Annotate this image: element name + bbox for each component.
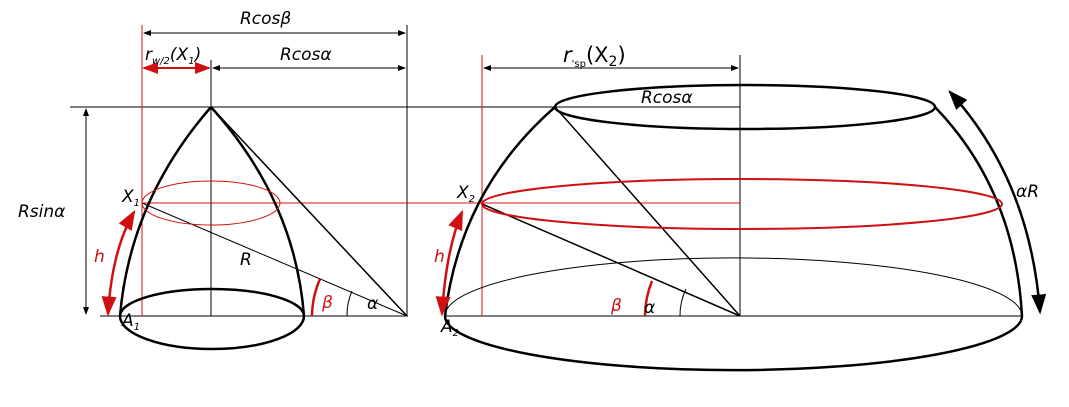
label-beta-right: β bbox=[610, 296, 622, 316]
label-alpha-left: α bbox=[367, 294, 378, 314]
label-r-cos-alpha-right: Rcosα bbox=[641, 88, 693, 108]
label-h-right: h bbox=[434, 247, 445, 267]
left-red-section bbox=[141, 180, 281, 226]
label-alpha-r: αR bbox=[1016, 182, 1039, 202]
label-r-cos-alpha-left: Rcosα bbox=[280, 45, 332, 65]
reference-lines bbox=[70, 25, 1022, 317]
label-beta-left: β bbox=[321, 293, 333, 313]
left-beta-arc bbox=[310, 278, 322, 317]
right-beta-arc bbox=[643, 280, 654, 317]
label-h-left: h bbox=[94, 247, 105, 267]
label-x2: X2 bbox=[456, 183, 475, 205]
label-r-sp: r'sp(X2) bbox=[563, 43, 626, 70]
label-a1: A1 bbox=[121, 311, 140, 333]
left-ogive-shape bbox=[118, 106, 408, 351]
label-x1: X1 bbox=[121, 187, 140, 209]
right-red-section bbox=[481, 178, 1003, 230]
label-r-sin-alpha: Rsinα bbox=[18, 202, 65, 222]
label-alpha-right: α bbox=[644, 298, 655, 318]
alpha-r-arc-arrow bbox=[948, 90, 1047, 315]
right-h-arrow bbox=[435, 209, 464, 317]
right-dome-shape bbox=[443, 83, 1024, 372]
label-r-w2: rw/2(X1) bbox=[145, 45, 201, 67]
label-r-cos-beta: Rcosβ bbox=[240, 9, 291, 29]
label-r: R bbox=[240, 250, 252, 270]
red-reference-lines bbox=[141, 25, 740, 316]
label-a2: A2 bbox=[440, 317, 459, 339]
left-h-arrow bbox=[101, 209, 136, 317]
